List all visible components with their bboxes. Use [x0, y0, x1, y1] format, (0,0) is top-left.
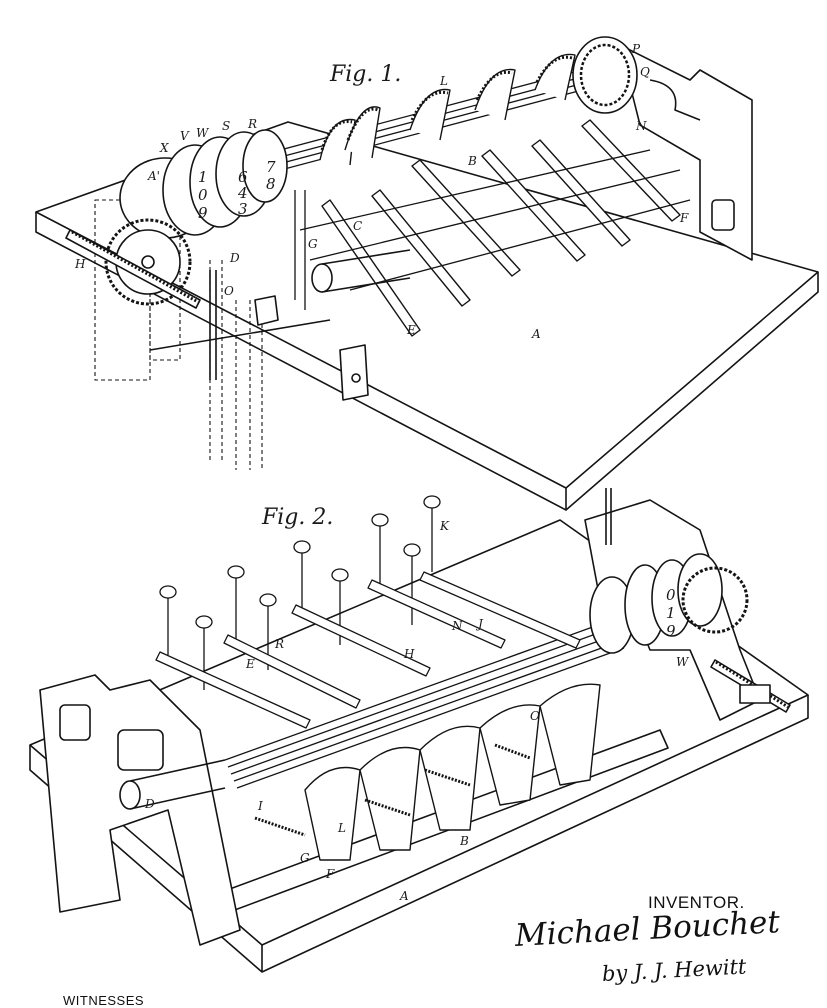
fig2-letter-b: B [460, 834, 469, 848]
fig2-letter-i: I [258, 799, 263, 813]
fig2-digit: 1 [666, 604, 676, 622]
fig1-letter-r: R [248, 117, 258, 131]
fig1-letter-h: H [75, 257, 86, 271]
fig2-letter-r: R [275, 637, 285, 651]
fig2-letter-g: G [300, 851, 310, 865]
fig2-letter-n: N [452, 619, 463, 633]
fig1-letter-e: E [407, 323, 416, 337]
fig1-digit: 0 [198, 186, 208, 204]
fig1-letter-l: L [440, 74, 448, 88]
fig2-letter-o: O [530, 709, 540, 723]
fig1-letter-x: X [160, 141, 169, 155]
fig2-letter-k: K [440, 519, 449, 533]
fig1-letter-f: F [680, 211, 689, 225]
fig2-letter-j: J [478, 617, 483, 631]
fig1-digit: 1 [198, 168, 208, 186]
fig2-letter-h: H [404, 647, 415, 661]
fig1-letter-c: C [353, 219, 363, 233]
fig1-letter-s: S [222, 119, 231, 133]
fig1-letter-b: B [468, 154, 477, 168]
fig2-letter-f: F [326, 867, 335, 881]
fig1-digit: 4 [238, 184, 248, 202]
fig2-letter-l: L [338, 821, 346, 835]
fig1-letter-v: V [180, 129, 189, 143]
figure-1-drawing [35, 36, 819, 511]
fig2-letter-a: A [400, 889, 409, 903]
fig1-letter-w: W [196, 126, 209, 140]
fig1-digit: 9 [198, 204, 208, 222]
fig1-digit: 8 [266, 175, 276, 193]
fig1-digit: 6 [238, 168, 248, 186]
figure-2-drawing [29, 488, 809, 973]
figure-2-label: Fig. 2. [262, 505, 334, 530]
fig1-letter-p: P [632, 42, 641, 56]
fig2-digit: 0 [666, 586, 676, 604]
fig1-letter-n: N [636, 119, 647, 133]
fig1-letter-o: O [224, 284, 234, 298]
fig1-letter-a-prime: A' [148, 169, 160, 183]
fig2-letter-e: E [246, 657, 255, 671]
figure-1-label: Fig. 1. [330, 62, 402, 87]
fig1-letter-g: G [308, 237, 318, 251]
fig1-letter-q: Q [640, 65, 650, 79]
fig1-letter-a: A [532, 327, 541, 341]
inventor-heading: INVENTOR. [648, 893, 745, 912]
fig2-letter-d: D [145, 797, 155, 811]
fig1-letter-d: D [230, 251, 240, 265]
fig1-digit: 3 [238, 200, 248, 218]
fig2-letter-w: W [676, 655, 689, 669]
fig2-digit: 9 [666, 622, 676, 640]
fig1-digit: 7 [266, 158, 276, 176]
witnesses-heading: WITNESSES [63, 993, 145, 1008]
